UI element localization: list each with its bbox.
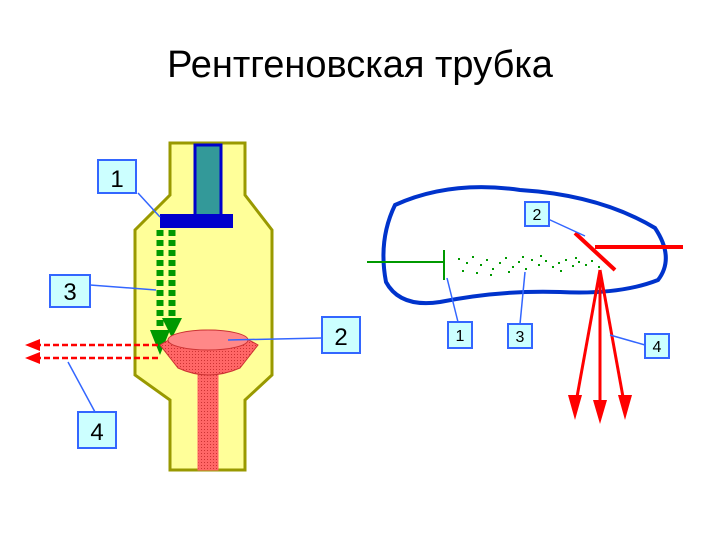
callout-cathode: 1	[446, 277, 473, 349]
electron-beam	[150, 230, 182, 355]
beam-arrowhead	[162, 318, 182, 338]
anode	[573, 231, 683, 272]
cathode	[367, 250, 445, 280]
callout-anode: 2	[524, 201, 586, 237]
callout-label: 2	[334, 324, 347, 351]
left-diagram: 1 3 2 4	[25, 141, 361, 472]
xray-beam	[25, 339, 158, 364]
anode	[159, 329, 259, 471]
electron-stream	[458, 255, 600, 276]
xray-arrowhead	[618, 395, 632, 420]
callout-label: 1	[456, 328, 465, 345]
xray-arrowhead	[593, 400, 607, 424]
callout-cathode: 1	[97, 159, 161, 218]
callout-xray: 4	[609, 333, 670, 359]
callout-label: 4	[90, 419, 103, 446]
xray-arrowhead	[25, 352, 40, 364]
cathode	[160, 143, 233, 228]
xray-beam	[568, 269, 632, 424]
callout-label: 3	[63, 279, 76, 306]
tube-outline	[381, 185, 668, 306]
right-diagram: 2 1 3 4	[367, 185, 683, 424]
callout-label: 3	[516, 329, 525, 346]
callout-label: 4	[653, 339, 662, 356]
callout-label: 2	[533, 207, 542, 224]
callout-electron-beam: 3	[49, 274, 157, 308]
slide-title: Рентгеновская трубка	[167, 44, 553, 86]
callout-label: 1	[110, 166, 123, 193]
xray-arrowhead	[25, 339, 40, 351]
beam-arrowhead	[150, 330, 170, 355]
xray-arrowhead	[568, 395, 582, 420]
callout-electron-beam: 3	[507, 271, 533, 349]
callout-xray: 4	[67, 361, 117, 449]
callout-anode: 2	[227, 316, 361, 354]
